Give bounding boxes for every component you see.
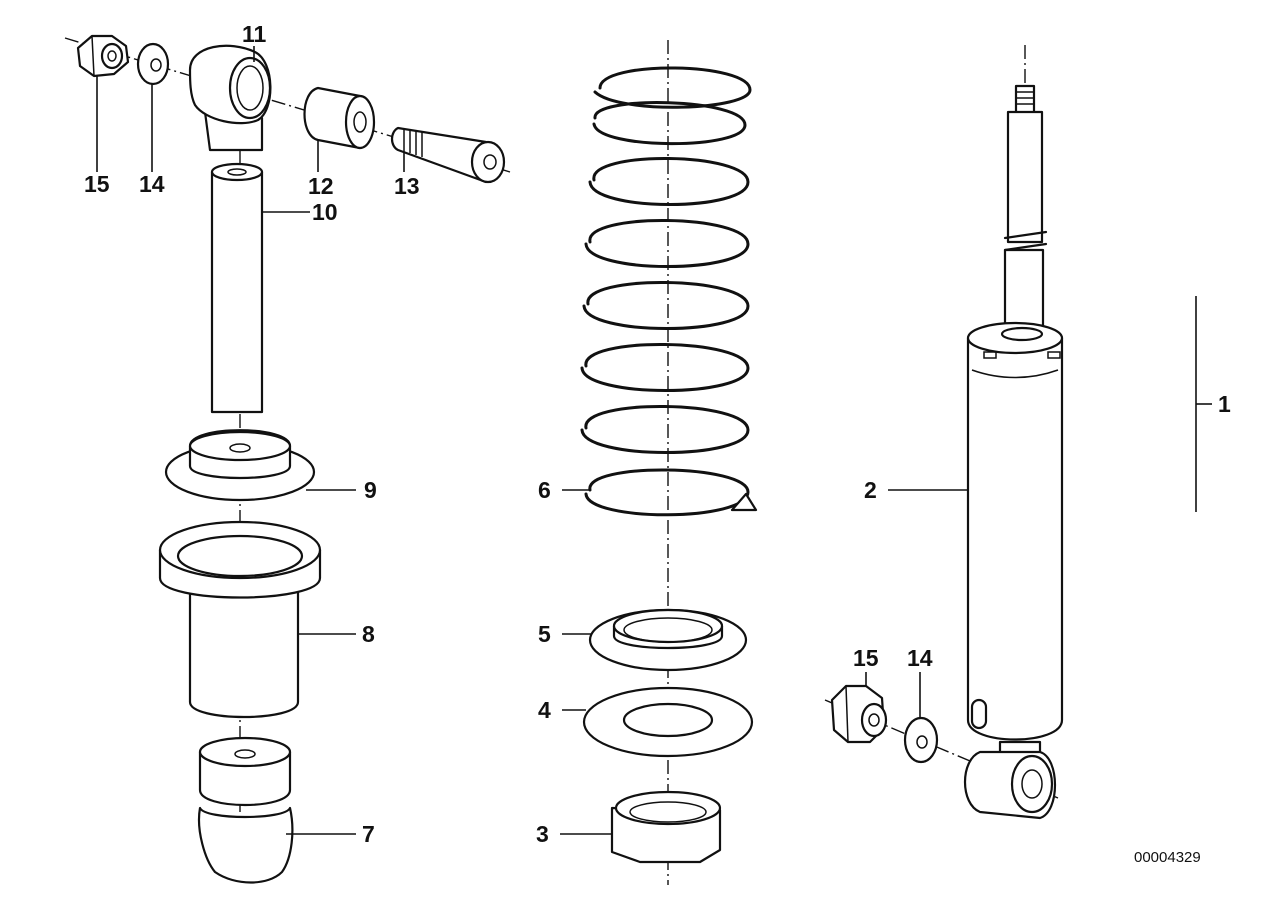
leader-lines — [96, 46, 1212, 835]
spring-pad — [588, 608, 748, 672]
diagram-code: 00004329 — [1134, 849, 1201, 866]
upper-spring-seat — [164, 429, 316, 502]
hex-nut-lower — [830, 684, 888, 744]
spring-washer — [582, 686, 754, 758]
spacer-tube — [210, 162, 264, 414]
callout-labels: 15 14 11 12 13 10 9 8 7 6 5 4 3 2 15 14 … — [84, 21, 1231, 866]
bushing — [303, 86, 376, 150]
callout-8: 8 — [362, 621, 375, 647]
spring-seat-clip — [610, 790, 722, 864]
callout-4: 4 — [538, 697, 551, 723]
callout-7: 7 — [362, 821, 375, 847]
bump-stop — [198, 736, 294, 884]
callout-13: 13 — [394, 173, 420, 199]
callout-15-top: 15 — [84, 171, 110, 197]
callout-9: 9 — [364, 477, 377, 503]
washer-top — [136, 42, 170, 86]
callout-1: 1 — [1218, 391, 1231, 417]
callout-14-top: 14 — [139, 171, 165, 197]
callout-6: 6 — [538, 477, 551, 503]
hex-nut-top — [76, 34, 130, 78]
bolt — [390, 126, 506, 184]
callout-3: 3 — [536, 821, 549, 847]
callout-10: 10 — [312, 199, 338, 225]
callout-12: 12 — [308, 173, 334, 199]
callout-2: 2 — [864, 477, 877, 503]
callout-14-lower: 14 — [907, 645, 933, 671]
callout-11: 11 — [242, 21, 267, 47]
shock-absorber — [963, 84, 1064, 820]
coil-spring — [580, 66, 758, 517]
callout-5: 5 — [538, 621, 551, 647]
washer-lower — [903, 716, 939, 764]
dust-cover — [158, 520, 322, 719]
callout-15-lower: 15 — [853, 645, 879, 671]
upper-eye-mount — [188, 44, 272, 152]
